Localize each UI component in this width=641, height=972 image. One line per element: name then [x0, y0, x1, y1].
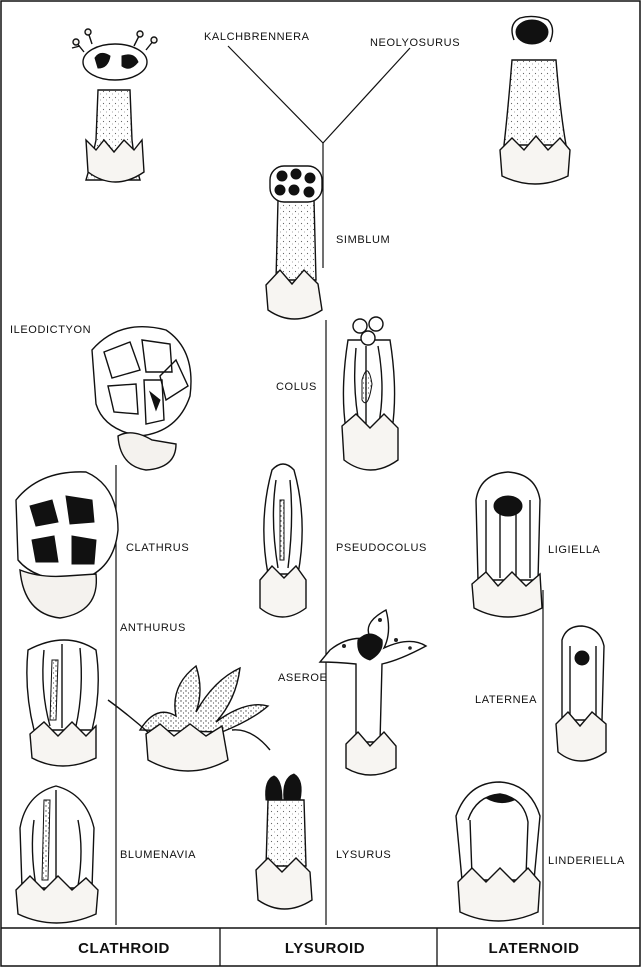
group-label-lysuroid: LYSUROID — [285, 940, 365, 957]
laternea-illustration — [556, 626, 606, 761]
label-ileodictyon: ILEODICTYON — [10, 324, 91, 336]
label-pseudocolus: PSEUDOCOLUS — [336, 542, 427, 554]
label-lysurus: LYSURUS — [336, 849, 391, 861]
pseudocolus-illustration — [260, 464, 306, 617]
group-label-clathroid: CLATHROID — [78, 940, 170, 957]
label-aseroe: ASEROE — [278, 672, 327, 684]
group-footer: CLATHROID LYSUROID LATERNOID — [1, 928, 640, 966]
label-blumenavia: BLUMENAVIA — [120, 849, 196, 861]
linderiella-illustration — [456, 782, 540, 921]
label-neolysurus: NEOLYOSURUS — [370, 37, 460, 49]
label-colus: COLUS — [276, 381, 317, 393]
label-simblum: SIMBLUM — [336, 234, 390, 246]
simblum-illustration — [266, 166, 322, 319]
group-label-laternoid: LATERNOID — [489, 940, 580, 957]
ligiella-illustration — [472, 472, 542, 617]
clathrus-illustration — [16, 472, 118, 618]
neolysurus-illustration — [500, 16, 570, 184]
ileodictyon-illustration — [92, 327, 191, 470]
anthurus-illustration — [27, 640, 98, 766]
label-anthurus: ANTHURUS — [120, 622, 186, 634]
branch-neolysurus — [323, 48, 410, 143]
anthurus-expanded-illustration — [108, 666, 270, 771]
label-linderiella: LINDERIELLA — [548, 855, 625, 867]
label-ligiella: LIGIELLA — [548, 544, 601, 556]
label-clathrus: CLATHRUS — [126, 542, 189, 554]
label-kalchbrennera: KALCHBRENNERA — [204, 31, 310, 43]
aseroe-illustration — [320, 610, 426, 775]
branch-kalchbrennera — [228, 46, 323, 143]
lysurus-illustration — [256, 774, 312, 909]
kalchbrennera-illustration — [72, 29, 157, 182]
label-laternea: LATERNEA — [475, 694, 537, 706]
colus-illustration — [342, 317, 398, 470]
blumenavia-illustration — [16, 786, 98, 923]
